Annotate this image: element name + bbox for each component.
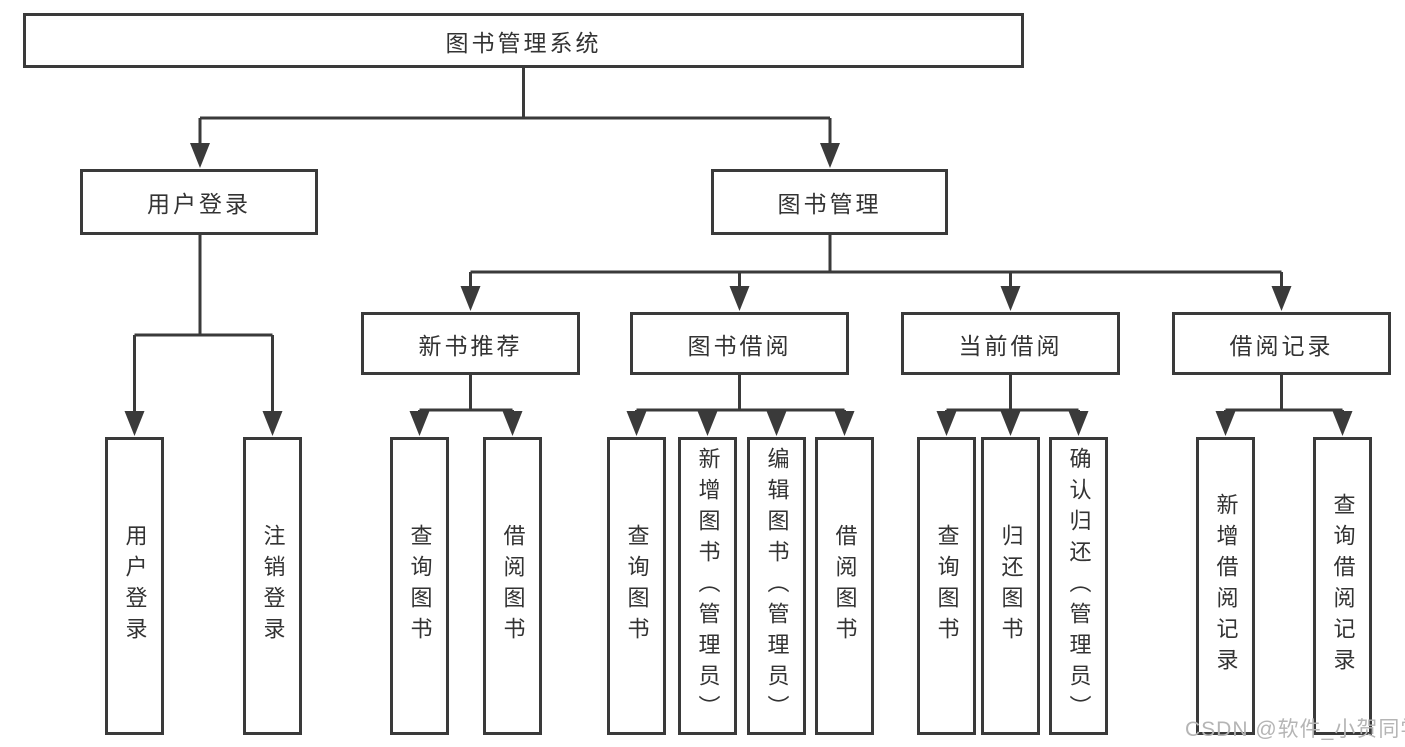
leaf-query-borrow-record: 查询借阅记录 [1313, 437, 1372, 735]
leaf-borrow-books-recommend: 借阅图书 [483, 437, 542, 735]
csdn-watermark: CSDN @软件_小贺同学 [1185, 718, 1405, 741]
leaf-add-borrow-record: 新增借阅记录 [1196, 437, 1255, 735]
node-book-management-module: 图书管理 [711, 169, 948, 235]
arrowhead-icons [124, 143, 1353, 436]
leaf-borrow-books: 借阅图书 [815, 437, 874, 735]
node-new-book-recommendation: 新书推荐 [361, 312, 580, 375]
node-root-library-system: 图书管理系统 [23, 13, 1024, 68]
leaf-query-books-current: 查询图书 [917, 437, 976, 735]
node-book-borrowing: 图书借阅 [630, 312, 849, 375]
leaf-user-login: 用户登录 [105, 437, 164, 735]
node-current-borrowing: 当前借阅 [901, 312, 1120, 375]
leaf-query-books-recommend: 查询图书 [390, 437, 449, 735]
leaf-edit-books-admin: 编辑图书（管理员） [747, 437, 806, 735]
leaf-return-books: 归还图书 [981, 437, 1040, 735]
leaf-confirm-return-admin: 确认归还（管理员） [1049, 437, 1108, 735]
node-user-login-module: 用户登录 [80, 169, 318, 235]
leaf-logout: 注销登录 [243, 437, 302, 735]
node-borrowing-records: 借阅记录 [1172, 312, 1391, 375]
leaf-add-books-admin: 新增图书（管理员） [678, 437, 737, 735]
leaf-query-books-borrowing: 查询图书 [607, 437, 666, 735]
